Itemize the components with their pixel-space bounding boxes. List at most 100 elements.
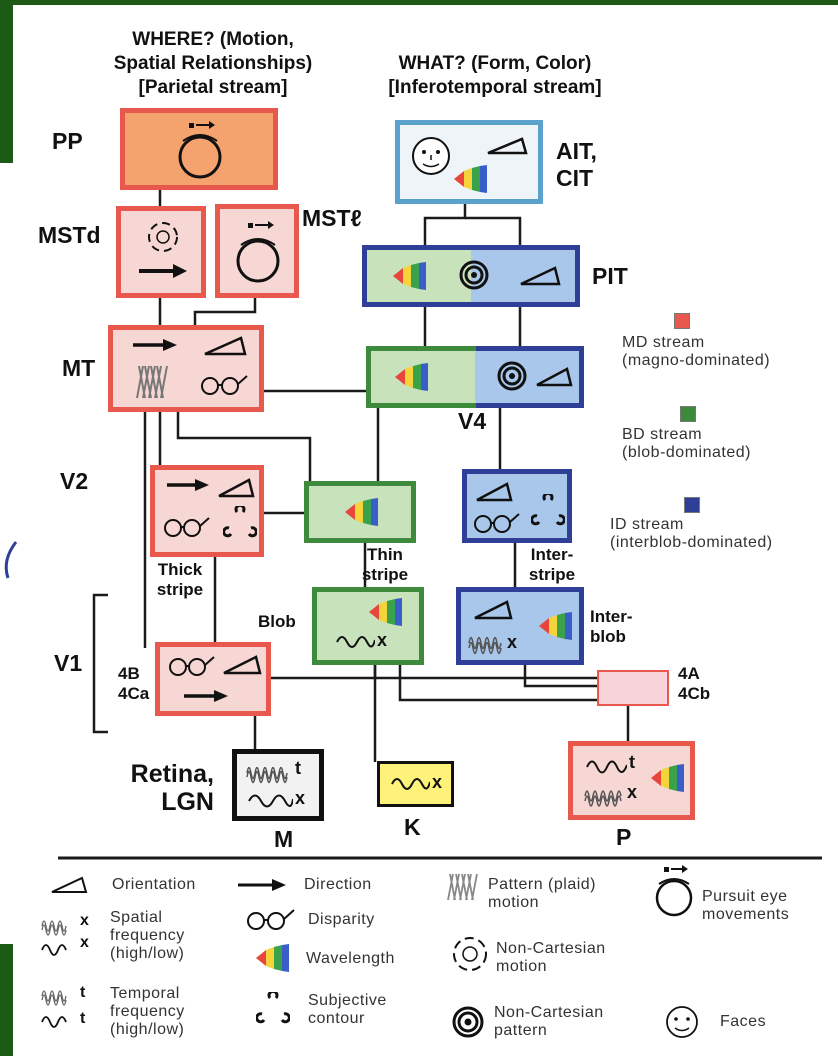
- box-v1-4b-4ca: [155, 642, 271, 716]
- subjective-contour-icon: [223, 506, 257, 538]
- orientation-icon: [223, 655, 262, 675]
- pursuit-eye-icon: [236, 221, 280, 283]
- thick-stripe-line2: stripe: [156, 580, 204, 599]
- subjective-contour-icon: [531, 494, 565, 526]
- md-stream-swatch: [674, 313, 690, 329]
- high-spatial-frequency-icon: [584, 790, 622, 807]
- legend-spatial-frequency: Spatial frequency (high/low): [110, 909, 185, 963]
- legend-spatial-line2: frequency: [110, 927, 185, 944]
- md-stream-line1: MD stream: [622, 334, 705, 351]
- wavelength-icon: [454, 165, 487, 193]
- orientation-icon: [474, 600, 513, 620]
- area-label-m: M: [274, 826, 294, 852]
- thick-stripe-line1: Thick: [157, 560, 203, 579]
- wavelength-icon: [539, 612, 572, 640]
- what-header: WHAT? (Form, Color) [Inferotemporal stre…: [360, 52, 630, 100]
- frame-top-bar: [0, 0, 838, 5]
- md-stream-label: MD stream (magno-dominated): [622, 334, 770, 370]
- k-x-glyph: x: [432, 772, 443, 792]
- legend-temporal-t-high: t: [80, 984, 86, 1001]
- orientation-icon: [51, 876, 88, 893]
- box-retina-m: t x: [232, 749, 324, 821]
- where-header-line3: [Parietal stream]: [138, 77, 288, 98]
- wavelength-icon: [651, 764, 684, 792]
- face-icon: [412, 137, 450, 175]
- md-stream-line2: (magno-dominated): [622, 352, 771, 369]
- legend-subjective-contour: Subjective contour: [308, 992, 387, 1028]
- legend-temporal-line3: (high/low): [110, 1021, 185, 1038]
- area-label-mt: MT: [62, 355, 96, 381]
- legend-subjective-line1: Subjective: [308, 992, 387, 1009]
- frame-left-bar: [0, 0, 13, 163]
- box-mstl: [215, 204, 299, 298]
- layer-label-4b-4ca: 4B 4Ca: [118, 664, 149, 704]
- legend-noncart-motion-line1: Non-Cartesian: [496, 940, 606, 957]
- legend-spatial-x-high: x: [80, 912, 89, 929]
- box-v1-4a-4cb: [597, 670, 669, 706]
- bd-stream-label: BD stream (blob-dominated): [622, 426, 751, 462]
- box-pp: [120, 108, 278, 190]
- where-header: WHERE? (Motion, Spatial Relationships) […: [88, 28, 338, 100]
- legend-pursuit-line1: Pursuit eye: [702, 888, 788, 905]
- area-label-mstd: MSTd: [38, 222, 101, 248]
- frame-left-bar-bottom: [0, 944, 13, 1056]
- area-label-ait-line1: AIT,: [556, 138, 597, 164]
- low-temporal-frequency-icon: [586, 760, 627, 774]
- direction-arrow-icon: [133, 339, 177, 351]
- id-stream-line1: ID stream: [610, 516, 684, 533]
- where-header-line1: WHERE? (Motion,: [132, 29, 294, 50]
- wavelength-icon: [256, 944, 289, 972]
- wavelength-icon: [395, 363, 428, 391]
- layer-4b: 4B: [118, 664, 140, 683]
- legend-subjective-line2: contour: [308, 1010, 365, 1027]
- area-label-ait-line2: CIT: [556, 165, 594, 191]
- legend-pattern-line2: motion: [488, 894, 540, 911]
- interblob-line2: blob: [590, 627, 626, 646]
- spatial-frequency-icon: [41, 920, 67, 956]
- legend-temporal-frequency: Temporal frequency (high/low): [110, 985, 185, 1039]
- low-spatial-frequency-icon: [336, 636, 375, 648]
- legend-noncart-pattern: Non-Cartesian pattern: [494, 1004, 604, 1040]
- low-spatial-frequency-icon: [248, 794, 293, 808]
- legend-direction: Direction: [304, 876, 372, 893]
- wavelength-icon: [393, 262, 426, 290]
- disparity-icon: [164, 517, 210, 537]
- high-temporal-frequency-icon: [246, 766, 288, 784]
- legend-disparity: Disparity: [308, 911, 375, 928]
- low-spatial-frequency-icon: [391, 778, 430, 790]
- bd-stream-swatch: [680, 406, 696, 422]
- box-v2-interstripe: [462, 469, 572, 543]
- temporal-frequency-icon: [41, 990, 67, 1028]
- area-label-p: P: [616, 824, 632, 850]
- box-v4: [366, 346, 584, 408]
- thin-stripe-line2: stripe: [361, 565, 409, 584]
- non-cartesian-motion-icon: [148, 222, 178, 252]
- box-v2-thick-stripe: [150, 465, 264, 557]
- left-edge-arc: [4, 541, 18, 579]
- box-pit: [362, 245, 580, 307]
- interblob-x-glyph: x: [507, 632, 518, 652]
- area-label-k: K: [404, 814, 421, 840]
- orientation-icon: [476, 482, 513, 502]
- area-label-v1: V1: [54, 650, 83, 676]
- box-v2-thin-stripe: [304, 481, 416, 543]
- legend-noncart-pattern-line1: Non-Cartesian: [494, 1004, 604, 1021]
- id-stream-label: ID stream (interblob-dominated): [610, 516, 773, 552]
- area-label-v4: V4: [458, 408, 487, 434]
- high-spatial-frequency-icon: [468, 636, 502, 655]
- direction-arrow-icon: [184, 690, 228, 702]
- layer-4a: 4A: [678, 664, 700, 683]
- legend-temporal-line2: frequency: [110, 1003, 185, 1020]
- non-cartesian-motion-icon: [453, 937, 487, 971]
- box-ait-cit: [395, 120, 543, 204]
- area-label-mstl: MSTℓ: [302, 205, 362, 231]
- layer-label-4a-4cb: 4A 4Cb: [678, 664, 710, 704]
- box-mstd: [116, 206, 206, 298]
- orientation-icon: [536, 367, 573, 387]
- legend-noncart-motion-line2: motion: [496, 958, 548, 975]
- legend-spatial-line1: Spatial: [110, 909, 163, 926]
- legend-pattern-motion: Pattern (plaid) motion: [488, 876, 596, 912]
- retina-x-glyph: x: [295, 788, 306, 808]
- direction-arrow-icon: [139, 264, 187, 278]
